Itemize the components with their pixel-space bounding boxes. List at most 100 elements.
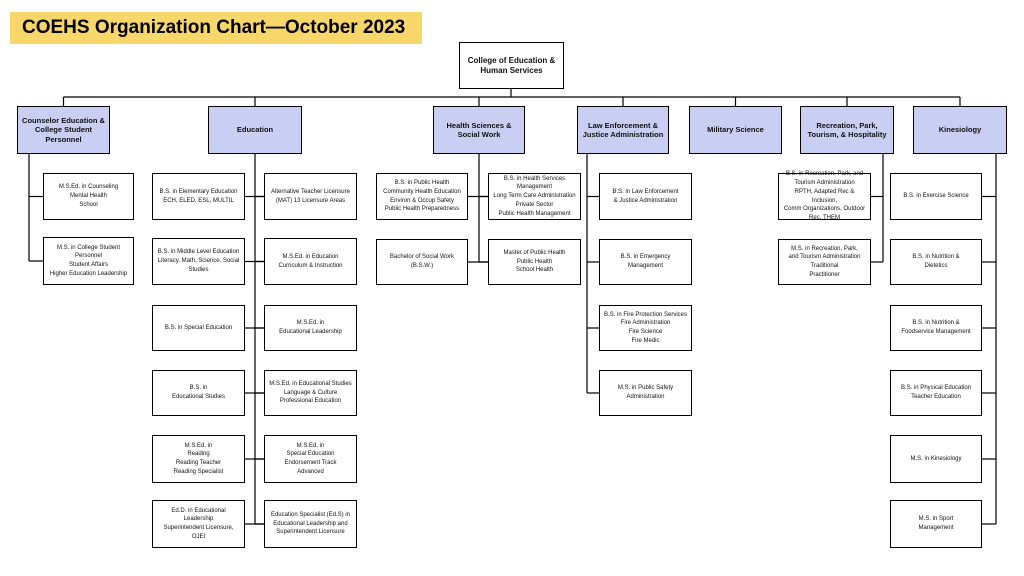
dept-law-enforcement-text: Justice Administration — [582, 130, 664, 139]
program-box-text: B.S. in Law Enforcement — [612, 188, 679, 195]
program-box-text: B.S. in Exercise Science — [903, 193, 969, 200]
root-node-coehs-text: Human Services — [480, 65, 543, 75]
program-box-text: Master of Public Health — [503, 249, 566, 256]
program-box-text: Fire Science — [628, 329, 663, 335]
chart-title: COEHS Organization Chart—October 2023 — [10, 12, 422, 44]
dept-law-enforcement: Law Enforcement &Justice Administration — [577, 106, 669, 154]
program-box-text: Mental Health — [69, 193, 108, 200]
dept-education-text: Education — [236, 125, 274, 135]
program-box-text: Educational Leadership and — [273, 520, 348, 527]
program-box: M.S. in Kinesiology — [890, 435, 982, 483]
dept-recreation-park-tourism: Recreation, Park,Tourism, & Hospitality — [800, 106, 894, 154]
program-box-text: M.S.Ed. in — [296, 320, 325, 327]
program-box-text: Reading — [187, 451, 210, 458]
program-box-text: Student Affairs — [69, 262, 108, 268]
program-box-text: Community Health Education — [383, 188, 461, 195]
root-node-coehs-text: College of Education & — [467, 55, 556, 65]
dept-kinesiology-text: Kinesiology — [938, 125, 982, 135]
program-box-text: Language & Culture — [283, 389, 338, 396]
program-box-text: B.S. in Public Health — [394, 180, 450, 187]
program-box-text: M.S. in Kinesiology — [910, 455, 962, 462]
dept-military-science-text: Military Science — [707, 125, 764, 135]
program-box-text: Fire Administration — [620, 320, 671, 327]
program-box: B.S. in Exercise Science — [890, 173, 982, 220]
program-box-text: Curriculum & Instruction — [278, 262, 343, 269]
dept-military-science: Military Science — [689, 106, 782, 154]
program-box-text: M.S. in Public Safety — [617, 385, 674, 392]
program-box-text: Public Health Preparedness — [384, 206, 460, 213]
program-box-text: Bachelor of Social Work (B.S.W.) — [390, 254, 454, 269]
program-box-text: ECH, ELED, ESL, MULTIL — [163, 197, 234, 204]
program-box-text: B.S. in Physical Education — [900, 385, 972, 392]
program-box-text: Management — [627, 263, 664, 269]
program-box-text: Public Health — [516, 258, 553, 265]
program-box: B.S. in Nutrition &Dietetics — [890, 239, 982, 285]
program-box-text: School — [79, 201, 98, 208]
program-box-text: Fire Medic — [631, 337, 660, 344]
program-box-text: B.S. in Special Education — [164, 324, 233, 331]
dept-recreation-park-tourism-text: Recreation, Park, — [816, 120, 878, 130]
dept-education: Education — [208, 106, 302, 154]
program-box-text: RPTH, Adapted Rec & Inclusion, — [794, 188, 855, 204]
program-box: Bachelor of Social Work (B.S.W.) — [376, 239, 468, 285]
program-box: M.S. in Recreation, Park, and Tourism Adm… — [778, 239, 871, 285]
program-box-text: B.S. in — [189, 385, 208, 392]
program-box-text: B.S. in Emergency — [620, 254, 671, 261]
program-box-text: Management — [516, 184, 553, 191]
dept-counselor-education-text: Personnel — [45, 134, 82, 144]
dept-health-sciences-text: Social Work — [457, 130, 501, 139]
program-box-text: Rec, THEM — [809, 214, 840, 221]
program-box-text: Environ & Occup Safety — [390, 197, 454, 204]
dept-counselor-education-text: Counselor Education & — [22, 115, 105, 125]
program-box-text: Long Term Care Administration — [493, 193, 576, 200]
program-box-text: Comm Organizations, Outdoor — [783, 206, 866, 213]
program-box-text: Education Specialist (Ed.S) in — [270, 511, 351, 518]
program-box-text: Public Health Management — [498, 210, 571, 217]
program-box: Alternative Teacher Licensure(MAT) 13 Li… — [264, 173, 357, 220]
program-box-text: M.S. in College Student Personnel — [56, 244, 121, 260]
program-box-text: Higher Education Leadership — [49, 270, 128, 277]
program-box-text: Ed.D. in Educational Leadership — [171, 507, 226, 523]
program-box-text: M.S.Ed. in Counseling — [58, 184, 119, 191]
program-box-text: Private Sector — [515, 201, 554, 208]
program-box-text: B.S. in Middle Level Education — [157, 249, 240, 256]
root-node-coehs: College of Education &Human Services — [459, 42, 564, 89]
program-box-text: Traditional — [810, 263, 839, 269]
dept-counselor-education-text: College Student — [34, 125, 93, 135]
program-box-text: and Tourism Administration — [788, 254, 861, 261]
program-box: B.S. in Special Education — [152, 305, 245, 351]
program-box-text: Superintendent Licensure — [276, 529, 345, 536]
program-box: B.S. in Nutrition &Foodservice Managemen… — [890, 305, 982, 351]
program-box-text: B.S. in Nutrition & — [912, 254, 960, 261]
program-box-text: Reading Specialist — [173, 468, 224, 475]
program-box-text: M.S.Ed. in — [184, 442, 213, 449]
program-box-text: Professional Education — [279, 398, 342, 405]
program-box: Education Specialist (Ed.S) in Educationa… — [264, 500, 357, 548]
dept-recreation-park-tourism-text: Tourism, & Hospitality — [807, 130, 887, 139]
program-box-text: Management — [918, 525, 954, 531]
program-box-text: Superintendent Licensure, OJEI — [163, 525, 234, 540]
program-box-text: Tourism Administration — [794, 180, 855, 187]
program-box-text: Foodservice Management — [901, 329, 971, 335]
program-box-text: M.S. in Recreation, Park, — [791, 245, 858, 252]
program-box: B.S. in Law Enforcement& Justice Adminis… — [599, 173, 692, 220]
program-box-text: Educational Leadership — [279, 329, 342, 335]
program-box-text: (MAT) 13 Licensure Areas — [275, 197, 346, 204]
